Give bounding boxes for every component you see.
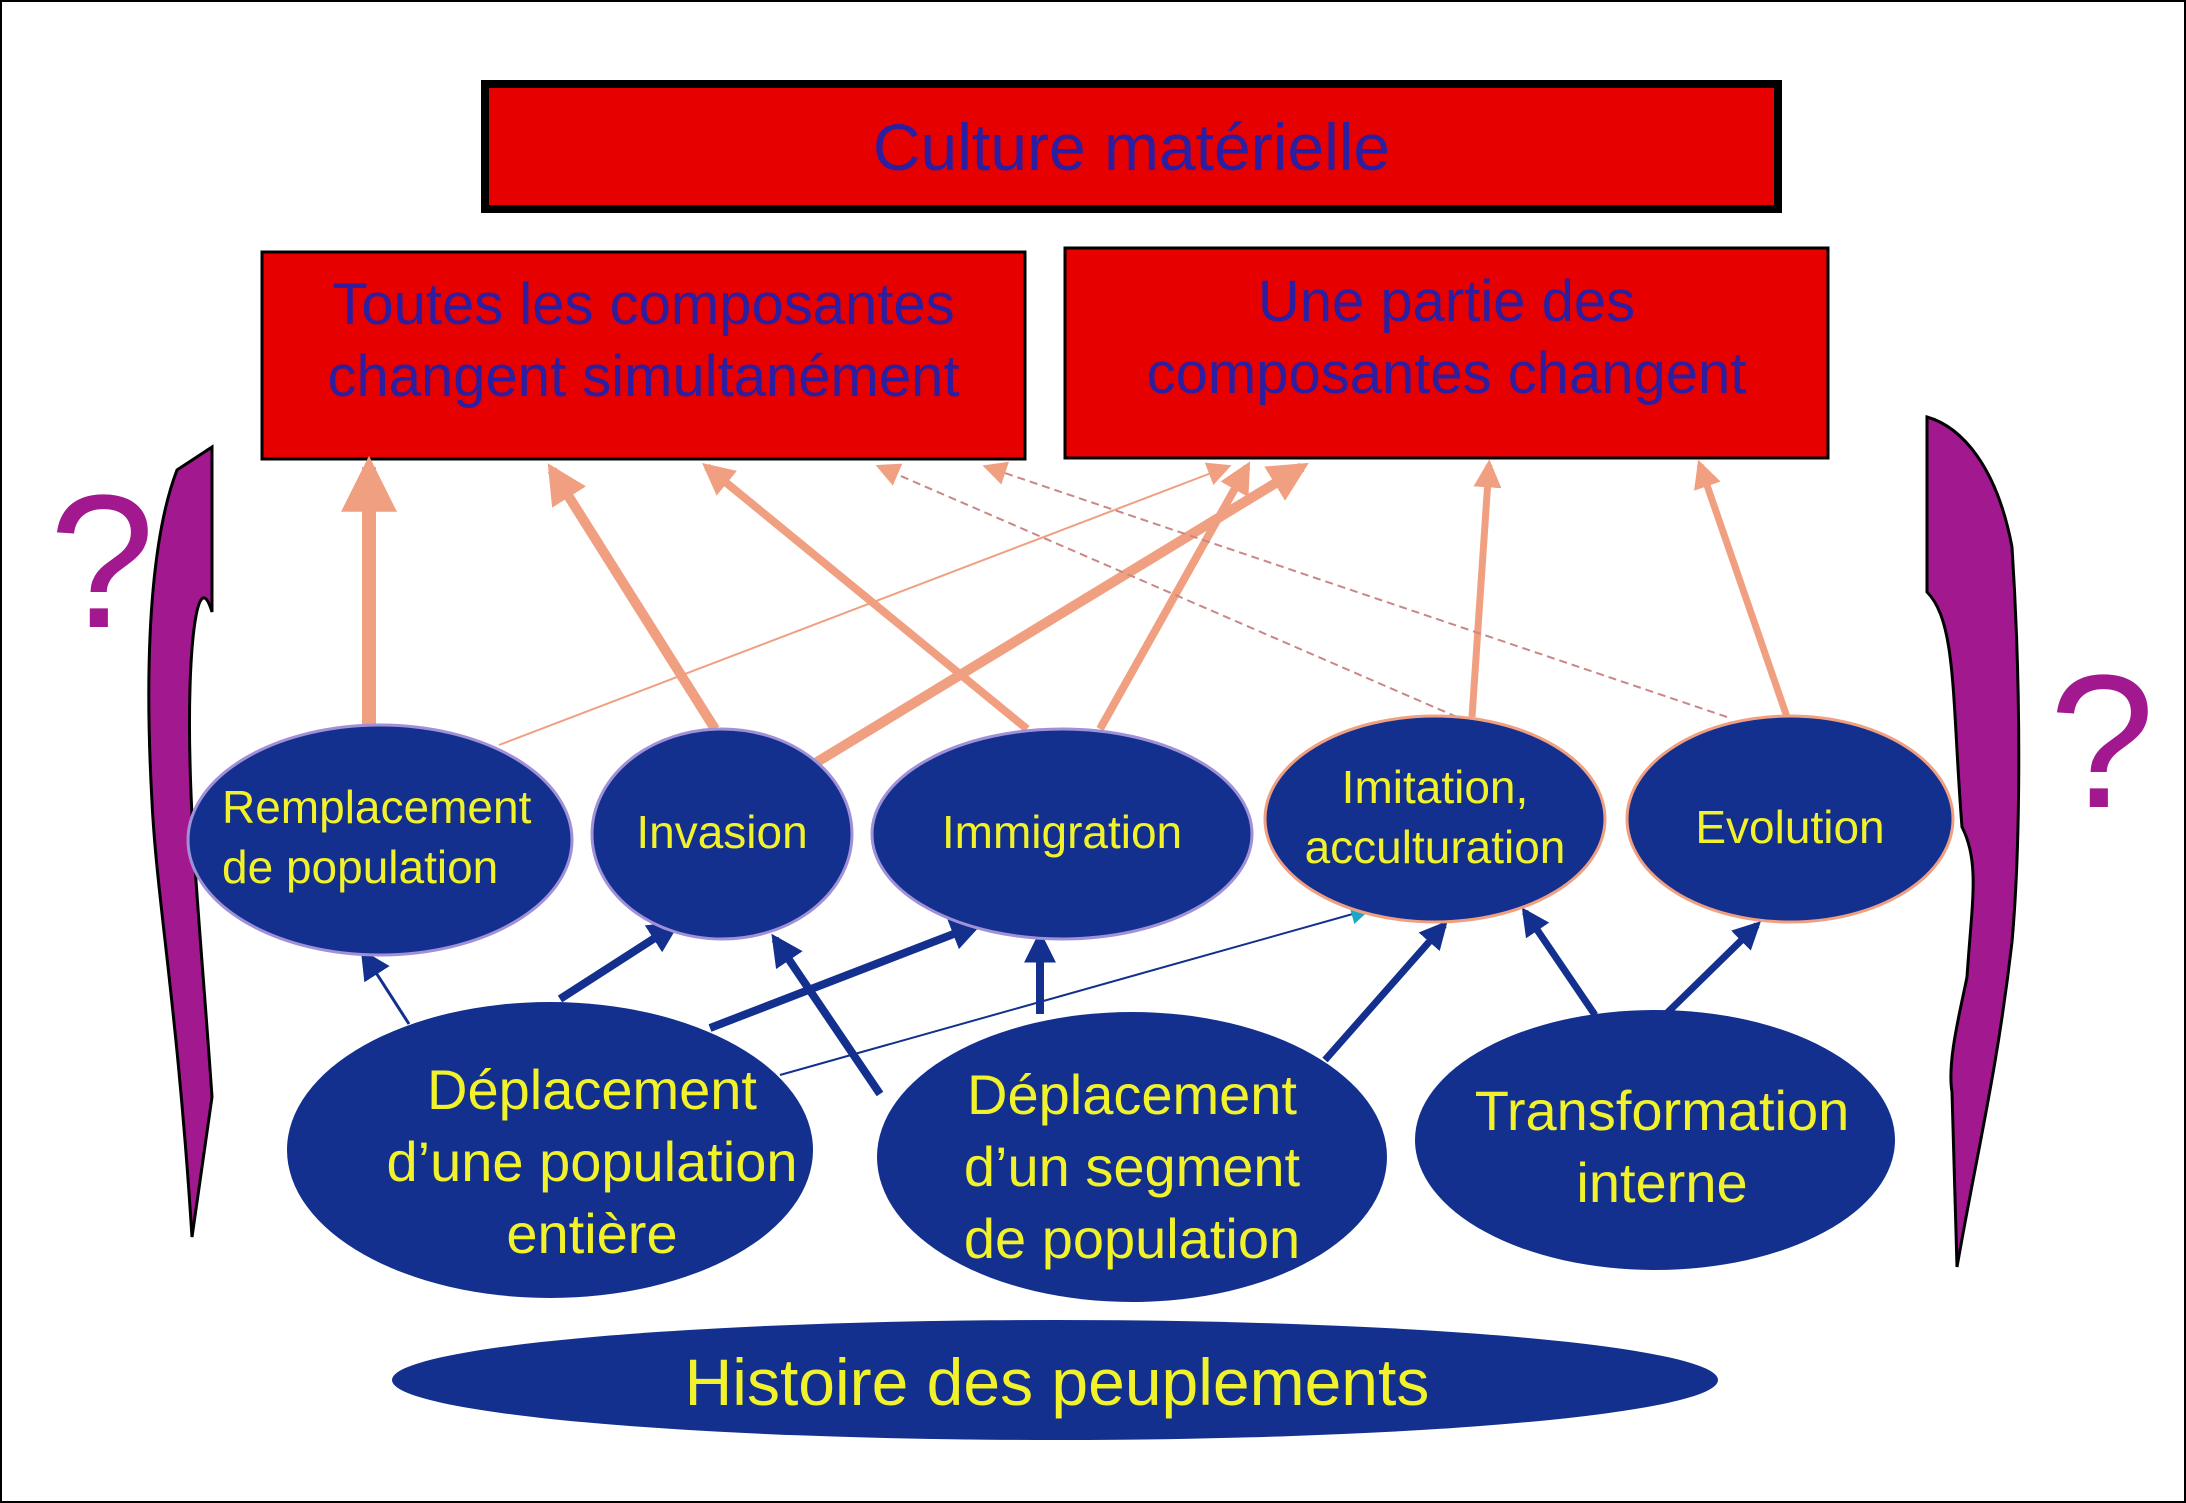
arrow-entiere-immigration xyxy=(708,919,983,1032)
deplacement-segment-label: Déplacement d’un segment de population xyxy=(963,1063,1301,1270)
ellipse-evolution xyxy=(1625,714,1955,924)
invasion-label: Invasion xyxy=(636,806,808,858)
partie-box xyxy=(1063,246,1830,460)
deplacement-entiere-label: Déplacement d’une population entière xyxy=(386,1058,798,1265)
base-label: Histoire des peuplements xyxy=(684,1345,1430,1419)
ellipse-deplacement-entiere xyxy=(287,1002,813,1298)
partie-label: Une partie des composantes changent xyxy=(1146,269,1747,406)
arrow-segment-invasion xyxy=(771,933,884,1097)
ellipse-transformation xyxy=(1415,1010,1895,1270)
ellipse-deplacement-segment xyxy=(877,1012,1387,1302)
arrow-transformation-evolution xyxy=(1662,921,1762,1018)
arrow-invasion-toutes xyxy=(547,463,720,732)
arrow-segment-imitation xyxy=(1322,920,1448,1063)
culture-box xyxy=(481,80,1782,213)
arrow-entiere-imitation xyxy=(779,904,1371,1076)
right-bracket xyxy=(1925,415,2021,1268)
arrow-imitation-partie xyxy=(1468,459,1502,718)
ellipse-base xyxy=(392,1320,1718,1440)
ellipse-invasion xyxy=(590,727,854,941)
ellipse-remplacement xyxy=(186,723,574,957)
remplacement-label: Remplacement de population xyxy=(222,781,532,893)
arrow-entiere-invasion xyxy=(557,921,681,1003)
imitation-label: Imitation, acculturation xyxy=(1304,761,1566,873)
toutes-box xyxy=(260,250,1027,461)
arrow-entiere-remplacement xyxy=(360,948,411,1025)
arrow-remplacement-partie xyxy=(498,462,1232,746)
toutes-label: Toutes les composantes changent simultan… xyxy=(327,271,960,409)
arrow-evolution-partie xyxy=(1694,459,1791,719)
left-bracket xyxy=(147,444,214,1238)
immigration-label: Immigration xyxy=(941,806,1183,858)
culture-label: Culture matérielle xyxy=(872,109,1391,184)
transformation-label: Transformation interne xyxy=(1474,1079,1850,1214)
question-left: ? xyxy=(49,456,155,668)
ellipse-immigration xyxy=(870,727,1254,941)
arrow-imitation-toutes-dashed xyxy=(875,463,1458,718)
arrow-evolution-toutes-dashed xyxy=(982,461,1728,718)
question-right: ? xyxy=(2049,636,2155,848)
ellipse-imitation xyxy=(1263,714,1607,924)
arrow-transformation-imitation xyxy=(1521,907,1598,1017)
arrow-immigration-toutes xyxy=(702,462,1030,733)
evolution-label: Evolution xyxy=(1695,801,1885,853)
arrow-immigration-partie xyxy=(1096,461,1251,731)
